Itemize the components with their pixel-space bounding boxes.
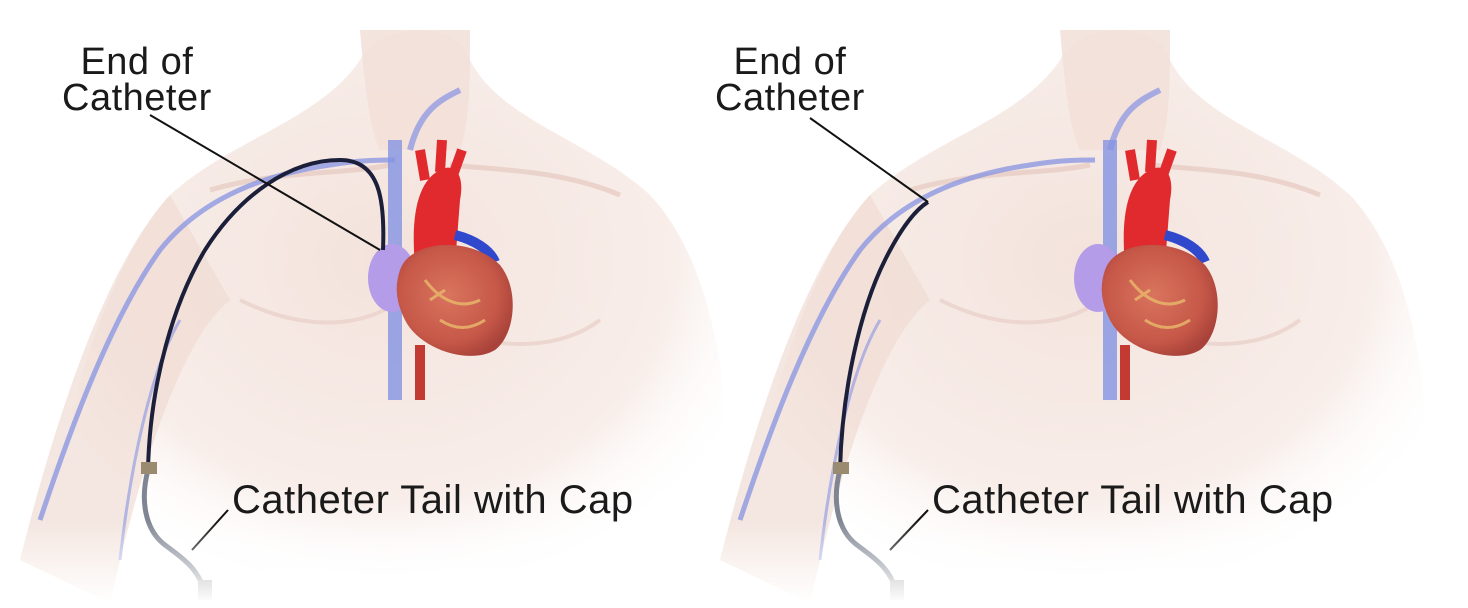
left-end-label-line1: End of xyxy=(62,44,212,80)
bottom-fade xyxy=(0,520,1468,603)
left-catheter-hub xyxy=(141,462,157,474)
left-catheter-tail-label: Catheter Tail with Cap xyxy=(232,480,634,520)
right-catheter-tail-label: Catheter Tail with Cap xyxy=(932,480,1334,520)
right-end-of-catheter-label: End of Catheter xyxy=(715,44,865,116)
right-end-label-line2: Catheter xyxy=(715,80,865,116)
right-end-label-line1: End of xyxy=(715,44,865,80)
right-end-leader-line xyxy=(810,118,928,202)
left-end-of-catheter-label: End of Catheter xyxy=(62,44,212,116)
left-end-label-line2: Catheter xyxy=(62,80,212,116)
right-catheter-hub xyxy=(833,462,849,474)
